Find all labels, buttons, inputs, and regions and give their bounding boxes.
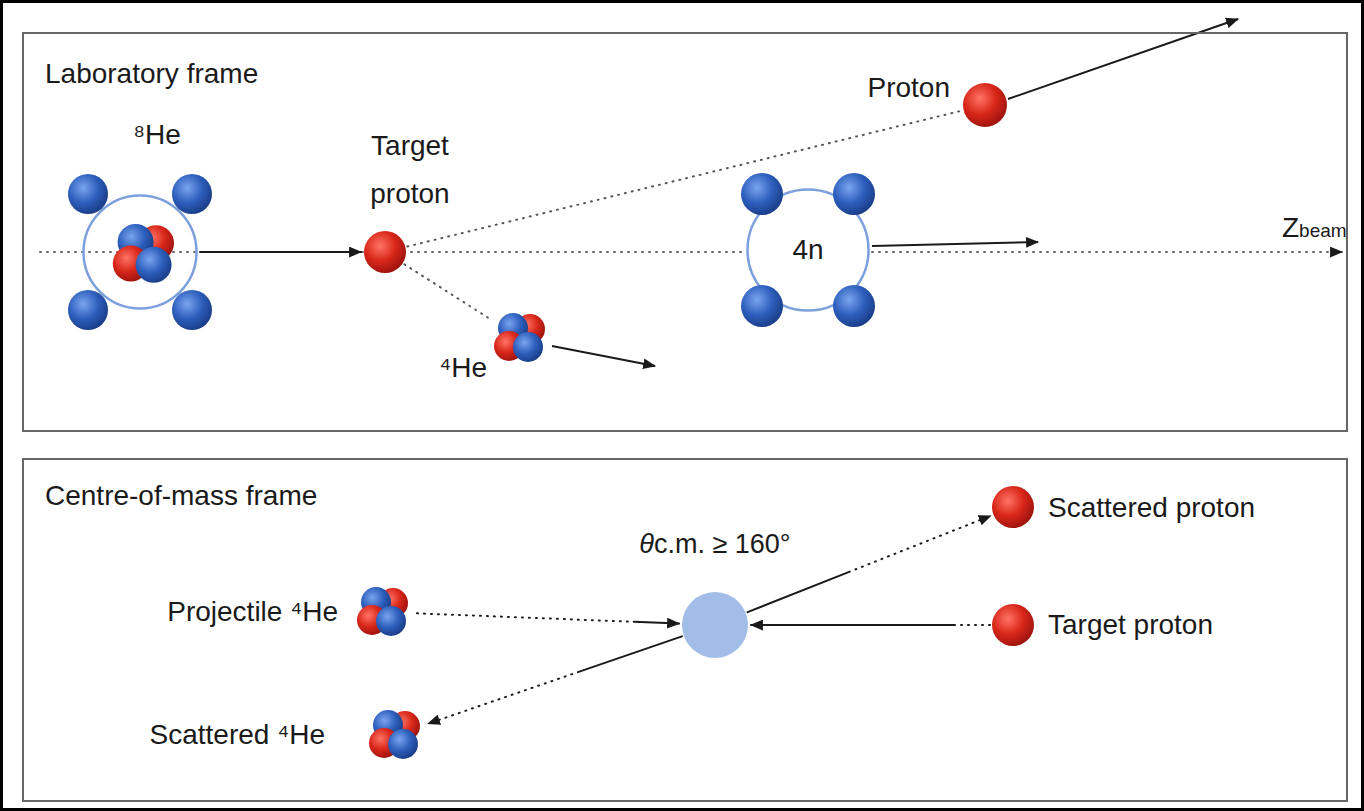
text-holder: Proton [868, 72, 951, 104]
particle-label: Scattered ⁴He [150, 719, 325, 751]
panel-heading: Centre-of-mass frame [45, 480, 317, 512]
shape-svg [992, 604, 1034, 646]
shape-svg [351, 580, 415, 644]
alpha-cluster: ⁴He [488, 306, 552, 370]
neutron-ball [68, 290, 108, 330]
particle-label: ⁴He [439, 352, 487, 384]
neutron-ball [388, 729, 418, 759]
momentum-arrow [751, 624, 990, 626]
collision-blob [682, 592, 748, 658]
trajectory-line [407, 111, 960, 247]
neutron-ball [172, 290, 212, 330]
text-holder: ⁴He [439, 352, 487, 384]
shape-svg [992, 486, 1034, 528]
alpha-cluster-art [369, 710, 420, 759]
neutron-ball [68, 174, 108, 214]
nucleus-outline [84, 196, 197, 309]
neutron-ball [172, 174, 212, 214]
nucleus-he8: ⁸He [82, 194, 198, 310]
neutron-ball [833, 285, 875, 327]
trajectory-line [404, 264, 490, 319]
neutron-ball [741, 285, 783, 327]
text-holder: Projectile ⁴He [167, 596, 338, 628]
alpha-cluster-art [494, 313, 545, 362]
neutron-cluster-art [741, 173, 875, 327]
momentum-arrow [872, 242, 1038, 246]
shape-svg [363, 703, 427, 767]
proton-sphere: Target proton [364, 231, 406, 273]
proton-sphere: Scattered proton [992, 486, 1034, 528]
text-holder: Scattered ⁴He [150, 719, 325, 751]
shape-svg [963, 83, 1007, 127]
proton-ball [963, 83, 1007, 127]
text-holder: Target proton [1048, 609, 1213, 641]
particle-label: Target proton [1048, 609, 1213, 641]
momentum-arrow [1008, 19, 1238, 99]
proton-sphere: Proton [963, 83, 1007, 127]
proton-ball [992, 486, 1034, 528]
particle-label: Projectile ⁴He [167, 596, 338, 628]
momentum-arrow [428, 636, 682, 723]
alpha-cluster: Projectile ⁴He [351, 580, 415, 644]
text-holder: ⁸He [133, 119, 181, 151]
alpha-cluster-art [357, 587, 408, 636]
text-holder: θc.m. ≥ 160° [639, 529, 790, 560]
collision-point-art [682, 592, 748, 658]
proton-sphere-art [963, 83, 1007, 127]
particle-label: θc.m. ≥ 160° [639, 529, 790, 560]
text-holder: 4n [792, 234, 823, 266]
particle-label: Proton [868, 72, 951, 104]
proton-ball [364, 231, 406, 273]
panel-heading: Laboratory frame [45, 58, 258, 90]
beam-axis [872, 251, 1342, 253]
neutron-ball [136, 247, 172, 283]
text-holder: Centre-of-mass frame [45, 480, 317, 512]
proton-ball [992, 604, 1034, 646]
collision-point: θc.m. ≥ 160° [682, 592, 748, 658]
proton-sphere: Target proton [992, 604, 1034, 646]
nucleus-he8-art [68, 174, 212, 330]
text-holder: Laboratory frame [45, 58, 258, 90]
particle-label: Scattered proton [1048, 492, 1255, 524]
proton-sphere-art [992, 486, 1034, 528]
particle-label: 4n [792, 234, 823, 266]
shape-svg [364, 231, 406, 273]
neutron-ball [513, 332, 543, 362]
momentum-arrow [417, 613, 679, 623]
text-holder: Scattered proton [1048, 492, 1255, 524]
momentum-arrow [552, 346, 655, 366]
alpha-cluster: Scattered ⁴He [363, 703, 427, 767]
shape-svg [682, 592, 748, 658]
particle-label: Target proton [335, 122, 485, 218]
neutron-cluster: 4n [746, 188, 870, 312]
neutron-ball [741, 173, 783, 215]
shape-svg [82, 194, 198, 310]
momentum-arrow [200, 251, 361, 253]
particle-label: ⁸He [133, 119, 181, 151]
axis-label: Zbeam [1282, 212, 1347, 244]
neutron-ball [376, 606, 406, 636]
text-holder: Target proton [335, 122, 485, 218]
shape-svg [488, 306, 552, 370]
frame-panel: ⁸HeTarget protonProton⁴He4nLaboratory fr… [22, 32, 1348, 432]
proton-sphere-art [364, 231, 406, 273]
proton-sphere-art [992, 604, 1034, 646]
text-holder: Zbeam [1282, 212, 1347, 244]
neutron-ball [833, 173, 875, 215]
frame-panel: Projectile ⁴Heθc.m. ≥ 160°Target protonS… [22, 458, 1348, 802]
